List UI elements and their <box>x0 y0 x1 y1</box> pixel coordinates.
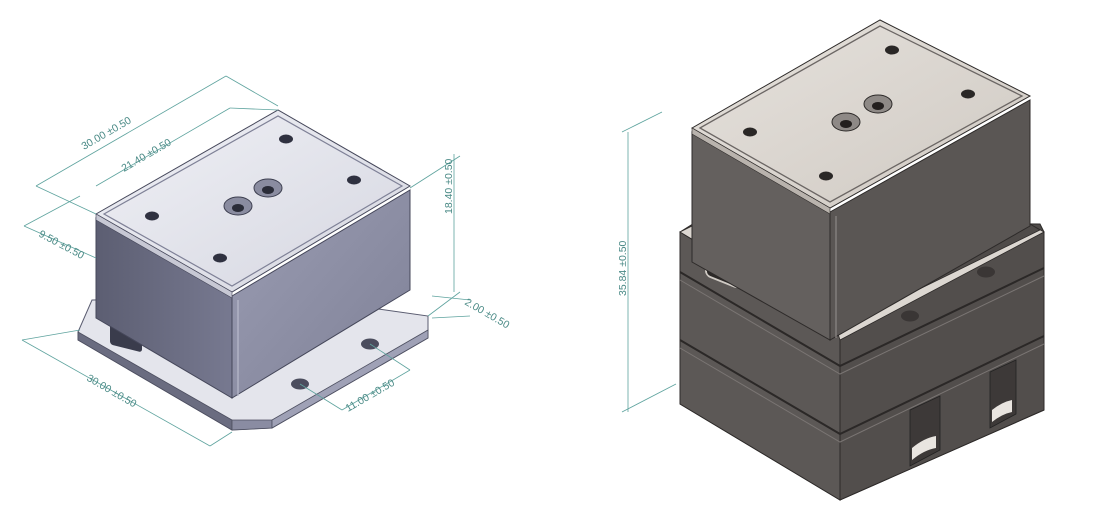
top-hole-icon <box>961 89 975 99</box>
dim-offset-left-label: 9.50 ±0.50 <box>37 228 87 262</box>
dim-inner-width-label: 21.40 ±0.50 <box>120 136 174 174</box>
right-upper-block <box>690 19 1032 341</box>
dim-width-top-label: 30.00 ±0.50 <box>80 114 134 152</box>
top-hole-icon <box>885 45 899 55</box>
top-hole-icon <box>145 211 159 221</box>
top-hole-icon <box>279 134 293 144</box>
dim-height-label: 18.40 ±0.50 <box>443 158 455 214</box>
top-hole-icon <box>213 253 227 263</box>
left-main-block <box>94 109 411 399</box>
dim-flange-label: 2.00 ±0.50 <box>463 296 512 331</box>
top-hole-icon <box>347 175 361 185</box>
right-assembly-drawing: 35.84 ±0.50 <box>617 19 1045 501</box>
top-hole-icon <box>819 171 833 181</box>
left-dimension-lines <box>21 75 471 447</box>
ledge-hole-icon <box>901 310 919 322</box>
ledge-hole-icon <box>977 266 995 278</box>
right-dimension-lines <box>621 111 677 413</box>
dim-base-depth-label: 30.00 ±0.50 <box>85 372 139 410</box>
dim-total-height-label: 35.84 ±0.50 <box>617 240 629 296</box>
top-hole-icon <box>743 127 757 137</box>
left-part-drawing: 30.00 ±0.50 21.40 ±0.50 18.40 ±0.50 9.50… <box>21 75 512 447</box>
